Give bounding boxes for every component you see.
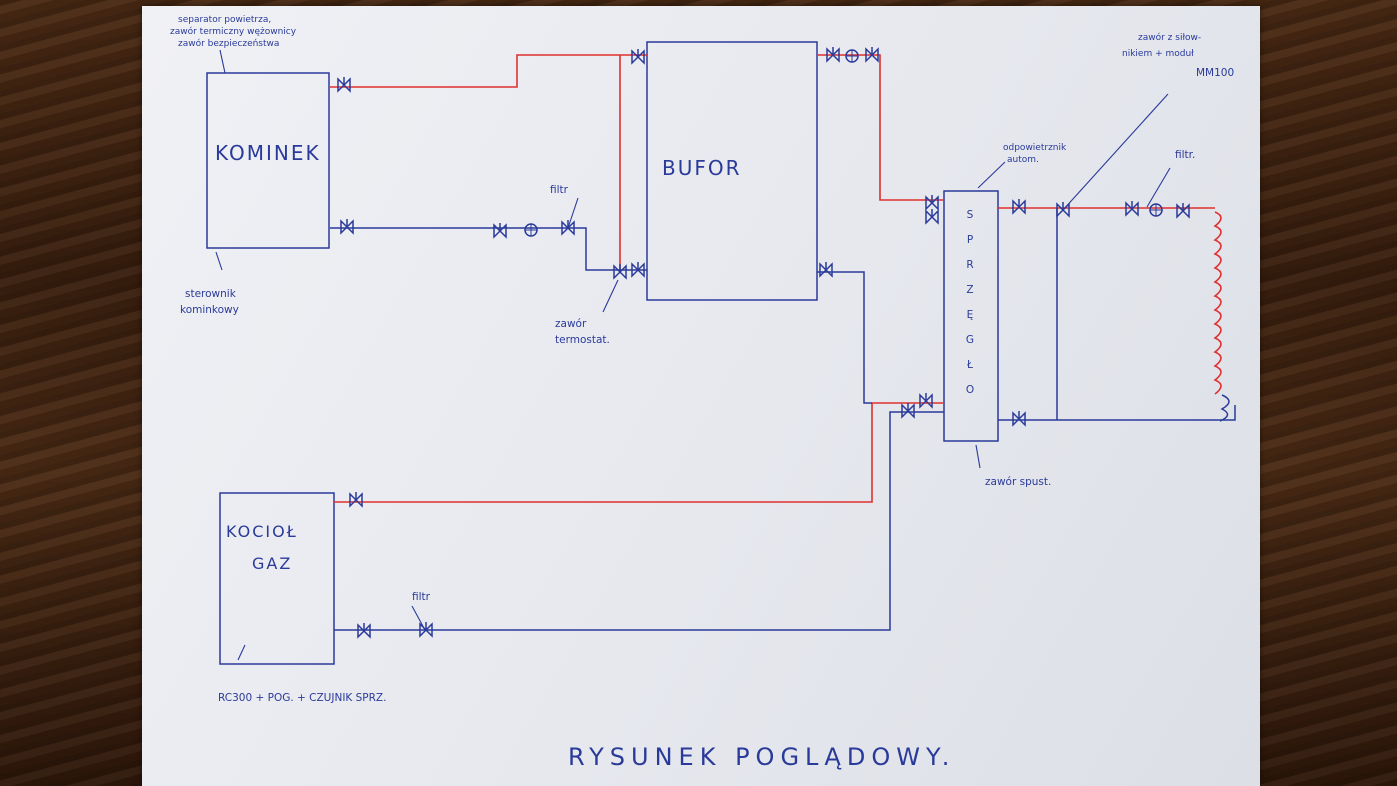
leader-line xyxy=(215,251,223,271)
sprzeglo-letter: O xyxy=(966,384,974,396)
label-odpowietrznik-1: odpowietrznik xyxy=(1003,143,1067,153)
label-separator-2: zawór termiczny wężownicy xyxy=(170,26,297,37)
valve-icon xyxy=(1012,198,1026,214)
valve-icon xyxy=(925,208,939,224)
sprzeglo-box xyxy=(943,190,999,442)
pipe-kociol-supply xyxy=(334,402,944,503)
sprzeglo-letter: P xyxy=(967,234,973,246)
valve-icon xyxy=(1012,410,1026,426)
leader-line xyxy=(411,605,426,631)
label-filtr-bottom: filtr xyxy=(412,591,431,603)
valve-icon xyxy=(337,76,351,92)
coil-end xyxy=(1219,394,1230,422)
leader-line xyxy=(1062,93,1169,211)
leader-line xyxy=(567,197,579,229)
pump-icon xyxy=(524,223,538,237)
label-zawor-silownik-1: zawór z siłow- xyxy=(1138,32,1201,43)
pipe-kominek-return xyxy=(330,227,647,271)
label-filtr-top: filtr xyxy=(550,184,569,196)
valve-icon xyxy=(340,218,354,234)
leader-line xyxy=(237,644,246,661)
valve-icon xyxy=(925,194,939,210)
leader-line xyxy=(219,49,226,74)
label-gaz: GAZ xyxy=(252,554,292,573)
pump-icon xyxy=(845,49,859,63)
label-kociol: KOCIOŁ xyxy=(226,522,298,541)
valve-icon xyxy=(865,46,879,62)
pipe-bufor-return xyxy=(817,271,872,404)
label-zawor-termostat-1: zawór xyxy=(555,318,587,330)
label-sterownik-1: sterownik xyxy=(185,288,237,300)
valve-icon xyxy=(493,222,507,238)
valve-icon xyxy=(919,392,933,408)
label-zawor-silownik-3: MM100 xyxy=(1196,67,1234,79)
label-kominek: KOMINEK xyxy=(215,141,321,165)
label-separator-3: zawór bezpieczeństwa xyxy=(178,38,279,49)
label-rc300: RC300 + POG. + CZUJNIK SPRZ. xyxy=(218,692,386,704)
sprzeglo-letter: Z xyxy=(966,284,973,296)
pipe-kociol-return xyxy=(334,411,944,631)
motorized-valve-icon xyxy=(1056,201,1070,217)
pipe-bufor-supply xyxy=(817,54,944,201)
valve-icon xyxy=(631,261,645,277)
valve-icon xyxy=(826,46,840,62)
label-sterownik-2: kominkowy xyxy=(180,304,239,316)
sprzeglo-letter: Ę xyxy=(967,309,974,321)
valve-icon xyxy=(901,402,915,418)
sprzeglo-letter: S xyxy=(967,209,974,221)
coil-radiator xyxy=(1213,211,1222,395)
leader-line xyxy=(1146,167,1171,208)
drawing-title: RYSUNEK POGLĄDOWY. xyxy=(568,743,955,771)
leader-line xyxy=(975,444,981,469)
leader-line xyxy=(602,279,619,313)
sprzeglo-letter: Ł xyxy=(966,359,973,371)
sprzeglo-letter: G xyxy=(966,334,974,346)
label-bufor: BUFOR xyxy=(662,156,742,180)
label-filtr-right: filtr. xyxy=(1175,149,1195,161)
pipe-heating-return xyxy=(998,405,1236,421)
label-separator-1: separator powietrza, xyxy=(178,15,271,25)
bufor-box xyxy=(646,41,818,301)
label-zawor-silownik-2: nikiem + moduł xyxy=(1122,49,1194,59)
sprzeglo-letter: R xyxy=(966,259,973,271)
pipe-kominek-supply xyxy=(330,54,647,88)
valve-icon xyxy=(349,491,363,507)
kominek-box xyxy=(206,72,330,249)
label-zawor-spust: zawór spust. xyxy=(985,476,1051,488)
pump-icon xyxy=(1149,203,1163,217)
valve-icon xyxy=(1176,202,1190,218)
thermostatic-valve-icon xyxy=(613,263,627,279)
kociol-box xyxy=(219,492,335,665)
label-zawor-termostat-2: termostat. xyxy=(555,334,610,346)
valve-icon xyxy=(631,48,645,64)
label-odpowietrznik-2: autom. xyxy=(1007,155,1039,165)
valve-icon xyxy=(819,261,833,277)
leader-line xyxy=(977,161,1006,189)
